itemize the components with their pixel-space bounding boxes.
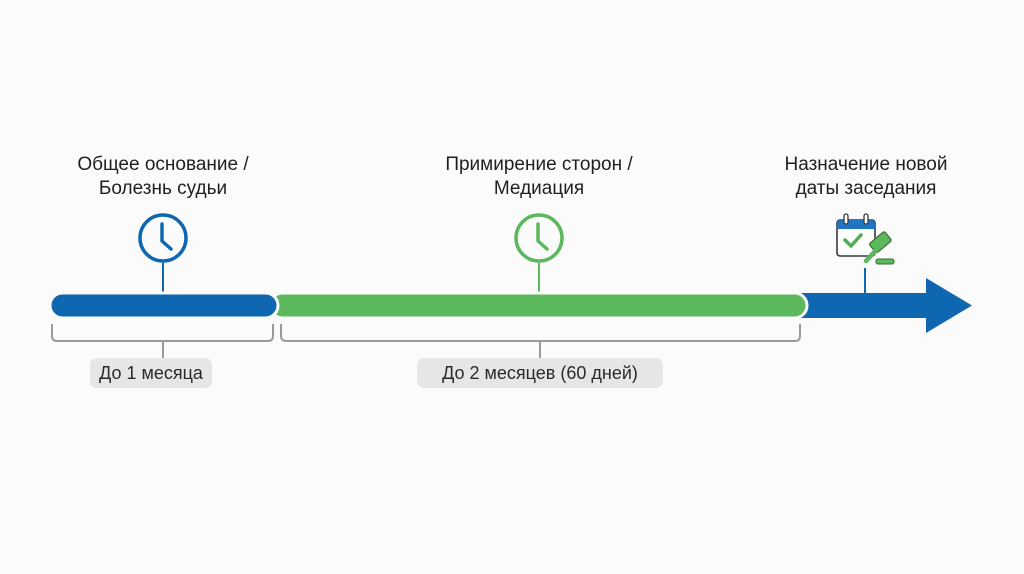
segment-mediation [268, 291, 809, 320]
stage-title-mediation: Примирение сторон / Медиация [445, 154, 633, 199]
bracket-stage-1 [51, 324, 274, 342]
final-arrow [790, 278, 972, 333]
stage-title-general: Общее основание / Болезнь судьи [77, 154, 249, 199]
calendar-gavel-icon [836, 213, 895, 265]
segment-general [48, 291, 280, 320]
stage-title-new-hearing-date: Назначение новой даты заседания [784, 154, 948, 199]
clock-icon [514, 213, 564, 263]
duration-badge-general: До 1 месяца [90, 358, 212, 388]
duration-badge-mediation: До 2 месяцев (60 дней) [417, 358, 663, 388]
clock-icon [138, 213, 188, 263]
bracket-stage-2 [280, 324, 801, 342]
